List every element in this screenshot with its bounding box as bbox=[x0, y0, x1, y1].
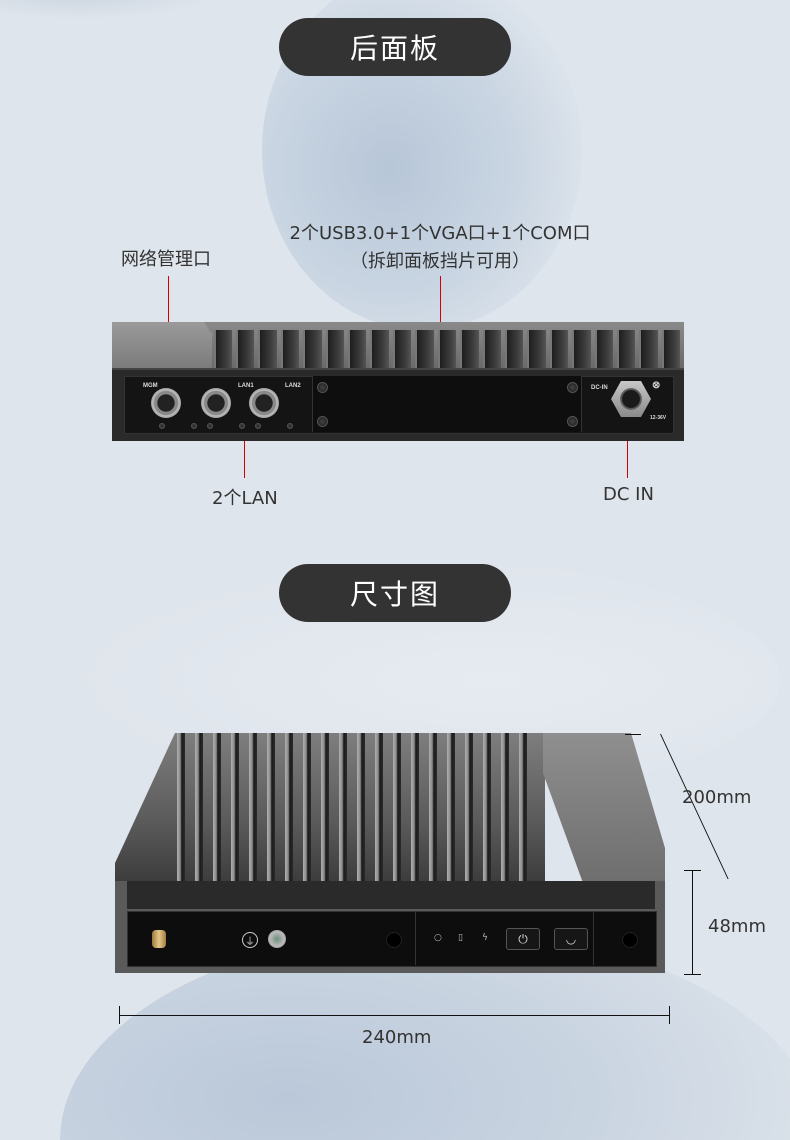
ground-icon: ⏚ bbox=[242, 932, 258, 948]
front-grille bbox=[127, 881, 655, 909]
led-icon bbox=[191, 423, 197, 429]
lan1-label: LAN1 bbox=[238, 383, 254, 389]
dimension-tick bbox=[669, 1006, 670, 1024]
section-title-dimensions: 尺寸图 bbox=[279, 564, 511, 622]
lan2-port-icon bbox=[249, 388, 279, 418]
antenna-connector-icon bbox=[152, 930, 166, 948]
callout-usb-vga-com-line2: （拆卸面板挡片可用） bbox=[350, 251, 530, 272]
rear-io-panel: MGM LAN1 LAN2 DC-IN ⊗ 12-36V bbox=[112, 368, 684, 441]
background-orb bbox=[0, 0, 220, 20]
ground-screw-icon bbox=[268, 930, 286, 948]
dimension-tick bbox=[684, 974, 701, 975]
chassis-cap bbox=[112, 322, 212, 370]
rear-panel-image: MGM LAN1 LAN2 DC-IN ⊗ 12-36V bbox=[112, 322, 684, 441]
heatsink-top bbox=[115, 733, 545, 883]
width-label: 240mm bbox=[362, 1027, 432, 1048]
depth-label: 200mm bbox=[682, 787, 752, 808]
lan1-port-icon bbox=[201, 388, 231, 418]
height-dimension-line bbox=[692, 870, 693, 974]
led-icon bbox=[159, 423, 165, 429]
dimension-tick bbox=[119, 1006, 120, 1024]
callout-line-lan bbox=[244, 406, 245, 478]
device-dimension-image: ⏚ ○ ▯ ϟ ⏻ ◡ bbox=[115, 733, 675, 978]
screw-icon bbox=[317, 416, 328, 427]
dc-in-pin-icon bbox=[620, 388, 642, 410]
callout-usb-vga-com: 2个USB3.0+1个VGA口+1个COM口 （拆卸面板挡片可用） bbox=[278, 219, 602, 273]
width-dimension-line bbox=[119, 1015, 670, 1016]
section-title-rear-panel: 后面板 bbox=[279, 18, 511, 76]
led-status-icon: ϟ bbox=[482, 933, 488, 943]
height-label: 48mm bbox=[708, 916, 766, 937]
led-icon bbox=[287, 423, 293, 429]
lan2-label: LAN2 bbox=[285, 383, 301, 389]
power-button[interactable]: ⏻ bbox=[506, 928, 540, 950]
callout-line-dc bbox=[627, 406, 628, 478]
screw-icon bbox=[567, 416, 578, 427]
blank-cover-plate bbox=[312, 376, 582, 432]
panel-divider bbox=[415, 911, 416, 965]
front-io-panel: ⏚ ○ ▯ ϟ ⏻ ◡ bbox=[127, 911, 657, 967]
callout-mgmt-port: 网络管理口 bbox=[121, 249, 211, 270]
hole-icon bbox=[622, 932, 638, 948]
led-icon bbox=[255, 423, 261, 429]
screw-icon bbox=[317, 382, 328, 393]
dimension-tick bbox=[625, 734, 641, 735]
led-icon bbox=[207, 423, 213, 429]
dc-in-label: DC-IN bbox=[591, 385, 608, 391]
hole-icon bbox=[386, 932, 402, 948]
front-panel-frame: ⏚ ○ ▯ ϟ ⏻ ◡ bbox=[115, 881, 665, 973]
voltage-label: 12-36V bbox=[650, 415, 667, 421]
panel-divider bbox=[593, 911, 594, 965]
reset-button[interactable]: ◡ bbox=[554, 928, 588, 950]
mgm-label: MGM bbox=[143, 383, 158, 389]
led-icon bbox=[239, 423, 245, 429]
pinout-icon: ⊗ bbox=[652, 380, 661, 391]
led-power-icon: ○ bbox=[434, 933, 442, 943]
callout-lan: 2个LAN bbox=[212, 488, 278, 509]
screw-icon bbox=[567, 382, 578, 393]
led-storage-icon: ▯ bbox=[458, 933, 463, 943]
chassis-side-block bbox=[543, 733, 665, 883]
mgm-port-icon bbox=[151, 388, 181, 418]
callout-dc-in: DC IN bbox=[603, 484, 654, 505]
callout-usb-vga-com-line1: 2个USB3.0+1个VGA口+1个COM口 bbox=[289, 223, 591, 244]
